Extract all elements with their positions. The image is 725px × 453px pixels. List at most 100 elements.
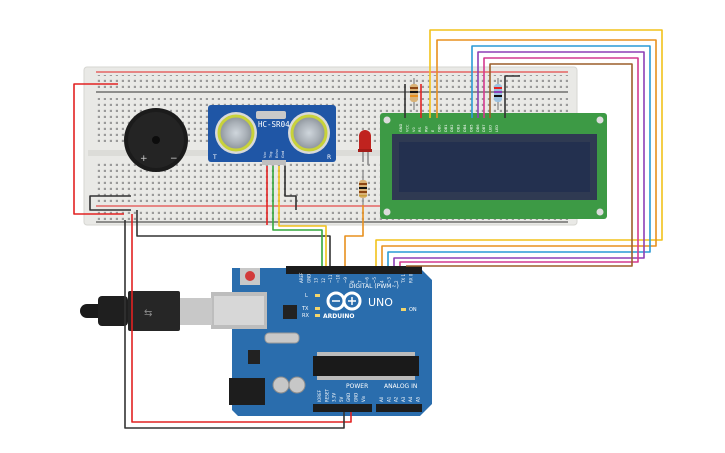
wire-sensor-trig [272, 166, 323, 266]
analog-pin-label: A5 [416, 396, 421, 402]
digital-pin-label: 13 [314, 277, 319, 283]
lcd-pin-label: LED [489, 125, 493, 132]
lcd-pin-label: DB4 [463, 124, 467, 132]
wire-sensor-gnd [284, 166, 297, 210]
resistor-led[interactable] [359, 170, 367, 205]
analog-pin-label: A3 [401, 396, 406, 402]
digital-pin-label: ~9 [343, 277, 348, 283]
wire-lcd-db7 [406, 63, 633, 267]
lcd-pin-label: VCC [405, 124, 409, 132]
power-pin-label: GND [346, 393, 351, 402]
digital-pin-label: 4 [379, 280, 384, 283]
red-led[interactable] [358, 130, 372, 165]
digital-pin-label: ~3 [387, 277, 392, 283]
digital-pin-label: AREF [299, 272, 304, 283]
wire-sensor-echo [278, 166, 327, 266]
digital-header [286, 266, 422, 274]
wire-black-gnd [124, 220, 345, 429]
wire-buzzer-signal [136, 210, 331, 266]
analog-pin-label: A2 [394, 396, 399, 402]
power-pin-label: 3.3V [332, 393, 337, 402]
analog-header-label: ANALOG IN [384, 383, 417, 390]
power-pin-label: IOREF [317, 389, 322, 402]
digital-pin-label: 2 [394, 280, 399, 283]
power-pin-label: RESET [324, 389, 329, 402]
digital-header-label: DIGITAL (PWM~) [349, 283, 399, 290]
sensor-t-label: T [212, 154, 217, 161]
digital-pin-label: ~6 [365, 277, 370, 283]
sensor-model-label: HC-SR04 [258, 120, 290, 129]
power-header-label: POWER [346, 383, 368, 390]
power-pin-label: Vin [361, 395, 366, 402]
digital-pin-label: 8 [350, 280, 355, 283]
sensor-pin-label: Echo [275, 149, 279, 158]
resistor-top-left[interactable] [410, 78, 418, 110]
digital-pin-label: ~10 [336, 274, 341, 283]
digital-pin-label: ~5 [372, 277, 377, 283]
lcd-pin-label: RW [425, 126, 429, 132]
board-brand-label: ARDUINO [323, 313, 354, 320]
sensor-pin-label: Trig [269, 152, 273, 159]
sensor-pin-label: Gnd [281, 151, 285, 158]
lcd-screen [399, 142, 590, 192]
board-model-label: UNO [368, 296, 393, 309]
wire-red-5v [131, 214, 352, 423]
digital-pin-label: ~11 [328, 274, 333, 283]
lcd-pin-label: DB3 [457, 124, 461, 132]
lcd-pin-label: LED [495, 125, 499, 132]
analog-pin-label: A4 [408, 396, 413, 402]
svg-text:⇆: ⇆ [144, 308, 152, 319]
led-tx-label: TX [301, 306, 309, 312]
analog-pin-label: A1 [386, 396, 391, 402]
power-jack [229, 378, 265, 405]
lcd-pin-label: RS [418, 127, 422, 132]
digital-pin-label: 12 [321, 277, 326, 283]
usb-chip [283, 305, 297, 319]
lcd-pin-label: DB7 [482, 124, 486, 132]
led-l-label: L [305, 293, 308, 299]
resistor-top-right[interactable] [494, 78, 502, 110]
wire-lcd-led [504, 75, 520, 118]
lcd-pin-label: E [431, 129, 435, 132]
analog-pin-label: A0 [379, 396, 384, 402]
sensor-r-label: R [327, 154, 331, 161]
digital-pin-label: GND [306, 274, 311, 283]
digital-pin-label: 7 [357, 280, 362, 283]
wire-lcd-db4 [387, 45, 651, 266]
lcd-pin-label: DB2 [450, 124, 454, 132]
atmega-chip [313, 356, 419, 376]
power-pin-label: GND [354, 393, 359, 402]
lcd-pin-label: DB1 [444, 124, 448, 132]
wire-lcd-db5 [393, 51, 645, 266]
sensor-pin-label: Vcc [263, 152, 267, 158]
analog-header [376, 404, 422, 412]
buzzer-plus-label: + [140, 154, 148, 164]
wire-lcd-rs [375, 29, 663, 266]
lcd-pin-label: DB6 [476, 124, 480, 132]
power-header [313, 404, 372, 412]
lcd-pin-label: V0 [412, 127, 416, 132]
wire-black-left [89, 195, 131, 211]
digital-pin-label: TX 1 [401, 274, 406, 284]
power-pin-label: 5V [339, 396, 344, 402]
crystal-oscillator [256, 111, 286, 119]
arduino-logo [326, 291, 362, 311]
led-on-label: ON [409, 307, 417, 313]
wire-red-left [73, 83, 124, 215]
usb-cable: ⇆ [80, 291, 212, 331]
wires [73, 29, 663, 429]
led-rx-label: RX [302, 313, 309, 319]
wire-led [344, 205, 364, 266]
piezo-buzzer[interactable]: + − [124, 108, 188, 172]
lcd-pin-label: DB5 [469, 124, 473, 132]
lcd-pin-label: DB0 [437, 124, 441, 132]
reset-button[interactable] [245, 271, 255, 281]
digital-pin-label: RX 0 [409, 273, 414, 283]
